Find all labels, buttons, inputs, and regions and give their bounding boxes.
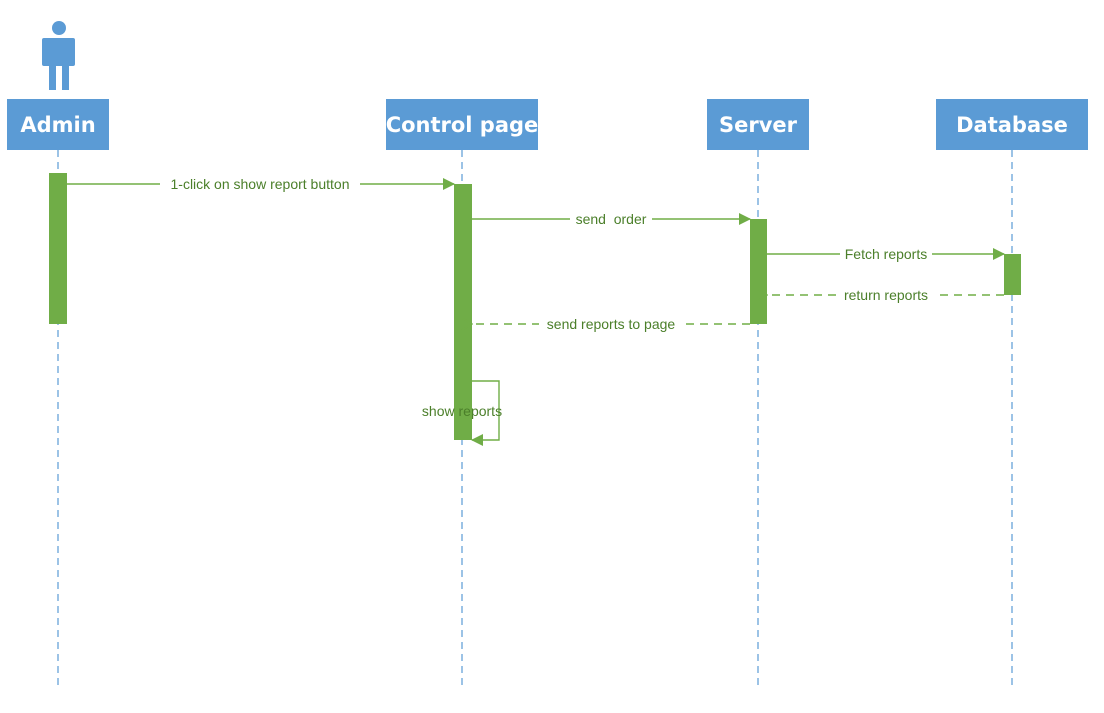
participant-label: Server <box>719 113 798 137</box>
message-send-reports-to-page: send reports to page <box>472 315 750 333</box>
participant-label: Database <box>956 113 1068 137</box>
message-label: return reports <box>844 287 928 303</box>
message-label: Fetch reports <box>845 246 927 262</box>
message-line <box>471 380 500 446</box>
participant-label: Admin <box>20 113 95 137</box>
database-activation-bar <box>1004 254 1021 295</box>
message-label: send reports to page <box>547 316 676 332</box>
label-background <box>840 245 932 263</box>
participant-label: Control page <box>386 113 539 137</box>
label-background <box>539 315 684 333</box>
server-activation-bar <box>750 219 767 324</box>
label-background <box>836 286 936 304</box>
participant-box <box>936 99 1088 150</box>
message-click-show-report: 1-click on show report button <box>67 175 455 193</box>
participant-box <box>7 99 109 150</box>
admin-activation-bar <box>49 173 67 324</box>
participant-box <box>707 99 809 150</box>
label-background <box>570 210 652 228</box>
label-background <box>160 175 360 193</box>
message-show-reports: show reports <box>422 380 502 446</box>
message-label: send order <box>576 211 647 227</box>
message-label: 1-click on show report button <box>171 176 350 192</box>
participant-server: Server <box>707 99 809 150</box>
participant-database: Database <box>936 99 1088 150</box>
participant-control-page: Control page <box>386 99 539 150</box>
message-label: show reports <box>422 403 502 419</box>
participant-admin: Admin <box>7 99 109 150</box>
person-icon <box>42 21 75 90</box>
message-send-order: send order <box>472 210 751 228</box>
message-return-reports: return reports <box>767 286 1004 304</box>
message-fetch-reports: Fetch reports <box>767 245 1005 263</box>
participant-box <box>386 99 538 150</box>
control-page-activation-bar <box>454 184 472 440</box>
